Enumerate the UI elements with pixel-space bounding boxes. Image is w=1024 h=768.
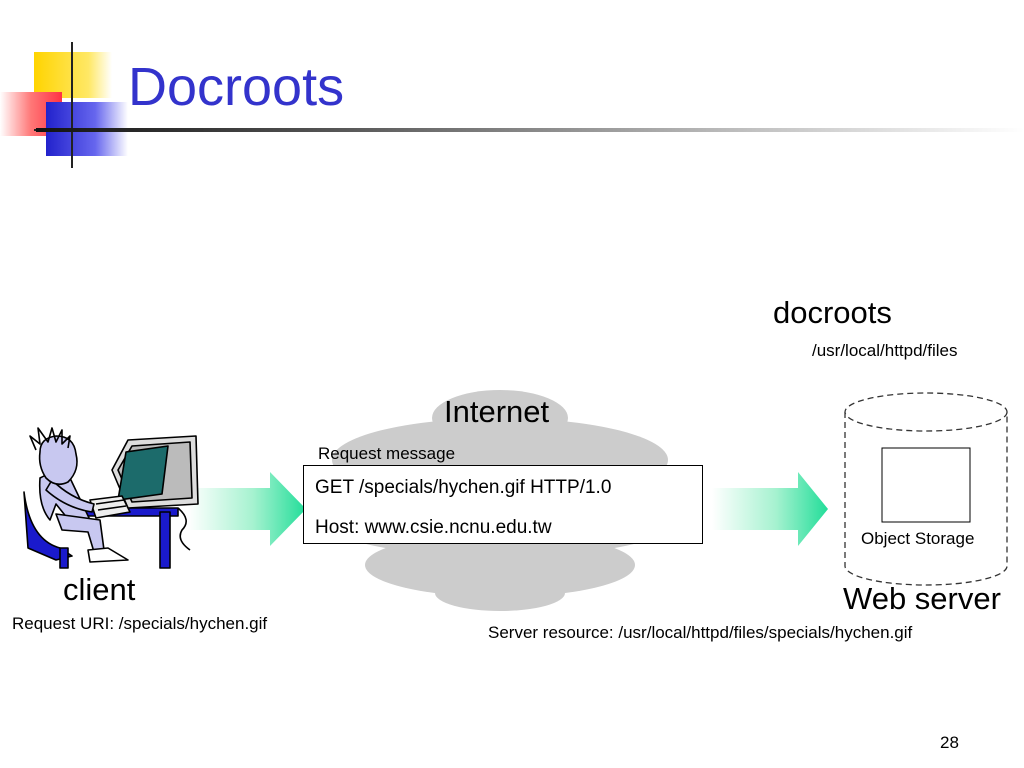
docroots-path: /usr/local/httpd/files (812, 341, 958, 360)
server-resource-path: Server resource: /usr/local/httpd/files/… (488, 623, 913, 642)
docroots-label: docroots (773, 295, 892, 330)
internet-label: Internet (444, 394, 550, 429)
right-arrow-icon (188, 472, 306, 546)
object-storage-label: Object Storage (861, 529, 975, 548)
request-line: GET /specials/hychen.gif HTTP/1.0 (315, 477, 612, 498)
object-storage-box (881, 447, 971, 523)
user-at-computer-icon (23, 427, 199, 569)
request-message-label: Request message (318, 444, 456, 463)
request-message-box: GET /specials/hychen.gif HTTP/1.0 Host: … (303, 465, 703, 544)
web-server-label: Web server (843, 581, 1001, 616)
page-number: 28 (940, 733, 959, 752)
title-divider (36, 128, 1024, 132)
client-request-uri: Request URI: /specials/hychen.gif (12, 614, 268, 633)
page-title: Docroots (128, 57, 345, 117)
client-label: client (63, 572, 136, 607)
right-arrow-icon (712, 472, 828, 546)
host-header-line: Host: www.csie.ncnu.edu.tw (315, 517, 552, 538)
